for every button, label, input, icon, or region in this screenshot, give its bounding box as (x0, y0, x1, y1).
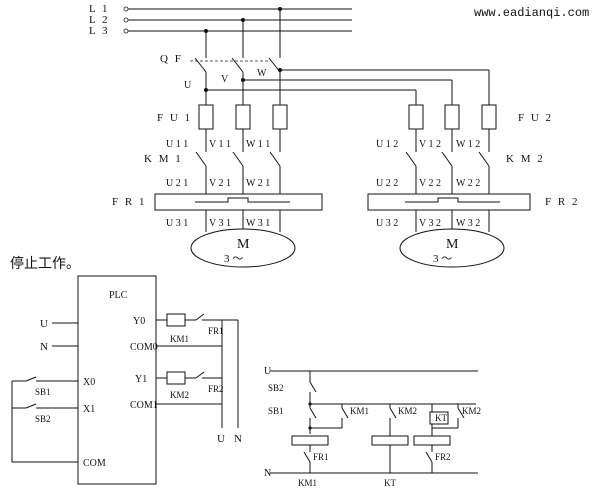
plc-coil-km2 (166, 371, 186, 385)
motor2-phase: 3 ～ (433, 253, 452, 265)
fuse2-out-v: V 1 2 (419, 139, 441, 150)
relay2-label: F R 2 (545, 196, 579, 208)
plc-relay-fr2-label: FR2 (208, 384, 224, 394)
plc-out-com1: COM1 (130, 400, 158, 411)
fuse2-label: F U 2 (518, 112, 553, 124)
ladder-coil-kt (371, 435, 409, 446)
fuse1-out-v: V 1 1 (209, 139, 231, 150)
relay1-out-u: U 3 1 (166, 218, 188, 229)
relay-control-circuit: U N SB2 SB1 KM1 KM2 KT KM2 (264, 366, 481, 488)
motor1-label: M (237, 237, 250, 252)
breaker-qf: Q F U V W (160, 53, 490, 105)
line-l3-label: L 3 (89, 25, 110, 37)
ladder-contact-km2a: KM2 (398, 406, 417, 416)
fuse1-v (235, 104, 251, 130)
fuse2-v (444, 104, 460, 130)
plc-out-y0: Y0 (133, 316, 145, 327)
plc-relay-fr1-label: FR1 (208, 326, 224, 336)
ladder-coil-km1 (291, 435, 329, 446)
contactor2-label: K M 2 (506, 153, 545, 165)
phase-v-label: V (221, 74, 229, 85)
plc-in-x1: X1 (83, 404, 95, 415)
plc-out-y1: Y1 (135, 374, 147, 385)
relay2-out-u: U 3 2 (376, 218, 398, 229)
ladder-bottom-km1: KM1 (298, 478, 317, 488)
plc-coil-km1 (166, 313, 186, 327)
thermal-relay-2 (367, 193, 531, 211)
plc-title: PLC (109, 290, 128, 301)
contactor1-out-v: V 2 1 (209, 178, 231, 189)
ladder-contact-km1: KM1 (350, 406, 369, 416)
fuse1-u (198, 104, 214, 130)
power-bus: L 1 L 2 L 3 (89, 3, 352, 58)
plc-supply-u: U (40, 318, 48, 330)
plc-bottom-n: N (234, 433, 242, 445)
contactor1-label: K M 1 (144, 153, 183, 165)
plc-box (77, 275, 157, 485)
ladder-kt-label: KT (435, 413, 447, 423)
motor2-branch: F U 2 U 1 2 V 1 2 W 1 2 K M 2 U 2 2 V 2 … (367, 104, 579, 268)
ladder-contact-km2b: KM2 (462, 406, 481, 416)
fuse2-out-w: W 1 2 (456, 139, 480, 150)
fuse1-out-u: U 1 1 (166, 139, 188, 150)
fuse2-u (408, 104, 424, 130)
contactor1-out-w: W 2 1 (246, 178, 270, 189)
website-url: www.eadianqi.com (474, 6, 590, 20)
ladder-sb1-label: SB1 (268, 406, 284, 416)
ladder-n-label: N (264, 468, 271, 479)
plc-input-sb1-label: SB1 (35, 387, 51, 397)
relay1-out-v: V 3 1 (209, 218, 231, 229)
line-l2-label: L 2 (89, 14, 110, 26)
plc-in-x0: X0 (83, 377, 95, 388)
ladder-u-label: U (264, 366, 272, 377)
ladder-fr1-label: FR1 (313, 452, 329, 462)
motor2-label: M (446, 237, 459, 252)
relay1-out-w: W 3 1 (246, 218, 270, 229)
contactor2-out-u: U 2 2 (376, 178, 398, 189)
plc-wiring: PLC U N Y0 COM0 Y1 COM1 KM1 FR1 KM2 FR2 (11, 275, 242, 485)
breaker-label: Q F (160, 53, 183, 65)
plc-in-com: COM (83, 458, 106, 469)
thermal-relay-1 (154, 193, 323, 211)
ladder-sb2-label: SB2 (268, 383, 284, 393)
relay2-out-v: V 3 2 (419, 218, 441, 229)
contactor2-out-v: V 2 2 (419, 178, 441, 189)
relay1-label: F R 1 (112, 196, 146, 208)
relay2-out-w: W 3 2 (456, 218, 480, 229)
plc-out-com0: COM0 (130, 342, 158, 353)
plc-supply-n: N (40, 341, 48, 353)
motor-1 (190, 228, 296, 268)
line-l1-label: L 1 (89, 3, 110, 15)
phase-u-label: U (184, 80, 192, 91)
fuse2-w (481, 104, 497, 130)
motor1-phase: 3 ～ (224, 253, 243, 265)
caption-note: 停止工作。 (10, 256, 80, 272)
phase-w-label: W (257, 68, 267, 79)
plc-coil-km2-label: KM2 (170, 390, 189, 400)
plc-input-sb2-label: SB2 (35, 414, 51, 424)
ladder-fr2-label: FR2 (435, 452, 451, 462)
motor1-branch: F U 1 U 1 1 V 1 1 W 1 1 K M 1 U 2 1 V 2 … (112, 104, 323, 268)
ladder-coil-km2 (413, 435, 451, 446)
ladder-kt-coil (429, 411, 449, 425)
fuse1-label: F U 1 (157, 112, 192, 124)
motor-2 (399, 228, 505, 268)
fuse2-out-u: U 1 2 (376, 139, 398, 150)
ladder-bottom-kt: KT (384, 478, 396, 488)
contactor2-out-w: W 2 2 (456, 178, 480, 189)
plc-bottom-u: U (217, 433, 225, 445)
contactor1-out-u: U 2 1 (166, 178, 188, 189)
fuse1-w (272, 104, 288, 130)
plc-coil-km1-label: KM1 (170, 334, 189, 344)
fuse1-out-w: W 1 1 (246, 139, 270, 150)
